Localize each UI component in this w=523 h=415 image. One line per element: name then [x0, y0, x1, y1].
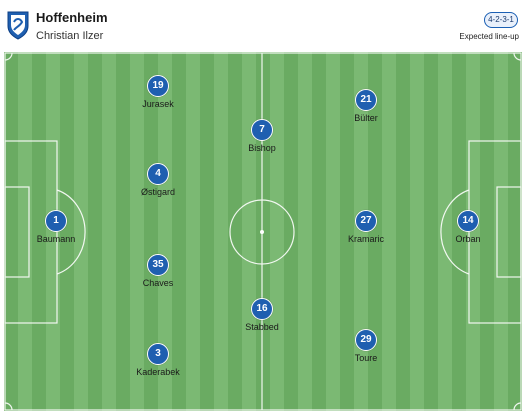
shirt-number: 35 [147, 254, 169, 276]
player-chaves[interactable]: 35 Chaves [123, 254, 193, 288]
player-jurasek[interactable]: 19 Jurasek [123, 75, 193, 109]
team-header: Hoffenheim Christian Ilzer 4-2-3-1 Expec… [0, 0, 523, 52]
shirt-number: 1 [45, 210, 67, 232]
corner-arc-bottom-right [513, 402, 522, 411]
shirt-number: 19 [147, 75, 169, 97]
football-pitch: 1 Baumann 19 Jurasek 4 Østigard 35 Chave… [4, 52, 522, 411]
lineup-status-label: Expected line-up [459, 32, 519, 41]
corner-arc-top-right [513, 52, 522, 61]
corner-arc-bottom-left [4, 402, 13, 411]
player-name: Kaderabek [136, 367, 180, 377]
shirt-number: 21 [355, 89, 377, 111]
left-goal-box [4, 186, 30, 278]
right-goal-box [496, 186, 522, 278]
shirt-number: 4 [147, 163, 169, 185]
player-name: Baumann [36, 234, 76, 244]
team-name: Hoffenheim [36, 10, 108, 25]
player-name: Chaves [142, 278, 174, 288]
player-stabbed[interactable]: 16 Stabbed [227, 298, 297, 332]
corner-arc-top-left [4, 52, 13, 61]
player-ostigard[interactable]: 4 Østigard [123, 163, 193, 197]
player-bulter[interactable]: 21 Bülter [331, 89, 401, 123]
shirt-number: 7 [251, 119, 273, 141]
player-kramaric[interactable]: 27 Kramaric [331, 210, 401, 244]
center-circle [229, 199, 295, 265]
center-spot [260, 230, 264, 234]
player-name: Toure [354, 353, 378, 363]
pitch-markings [4, 52, 522, 411]
shirt-number: 14 [457, 210, 479, 232]
shirt-number: 3 [147, 343, 169, 365]
player-name: Stabbed [245, 322, 279, 332]
right-penalty-arc [440, 189, 470, 275]
player-kaderabek[interactable]: 3 Kaderabek [123, 343, 193, 377]
player-bishop[interactable]: 7 Bishop [227, 119, 297, 153]
hoffenheim-crest-icon [7, 11, 29, 40]
player-name: Orban [455, 234, 481, 244]
shirt-number: 29 [355, 329, 377, 351]
player-orban[interactable]: 14 Orban [433, 210, 503, 244]
player-name: Østigard [140, 187, 175, 197]
player-baumann[interactable]: 1 Baumann [21, 210, 91, 244]
player-name: Kramaric [347, 234, 384, 244]
shirt-number: 16 [251, 298, 273, 320]
left-penalty-arc [56, 189, 86, 275]
shirt-number: 27 [355, 210, 377, 232]
player-name: Bishop [248, 143, 276, 153]
player-name: Jurasek [142, 99, 174, 109]
player-toure[interactable]: 29 Toure [331, 329, 401, 363]
player-name: Bülter [354, 113, 378, 123]
coach-name: Christian Ilzer [36, 30, 104, 42]
formation-badge[interactable]: 4-2-3-1 [484, 12, 518, 28]
